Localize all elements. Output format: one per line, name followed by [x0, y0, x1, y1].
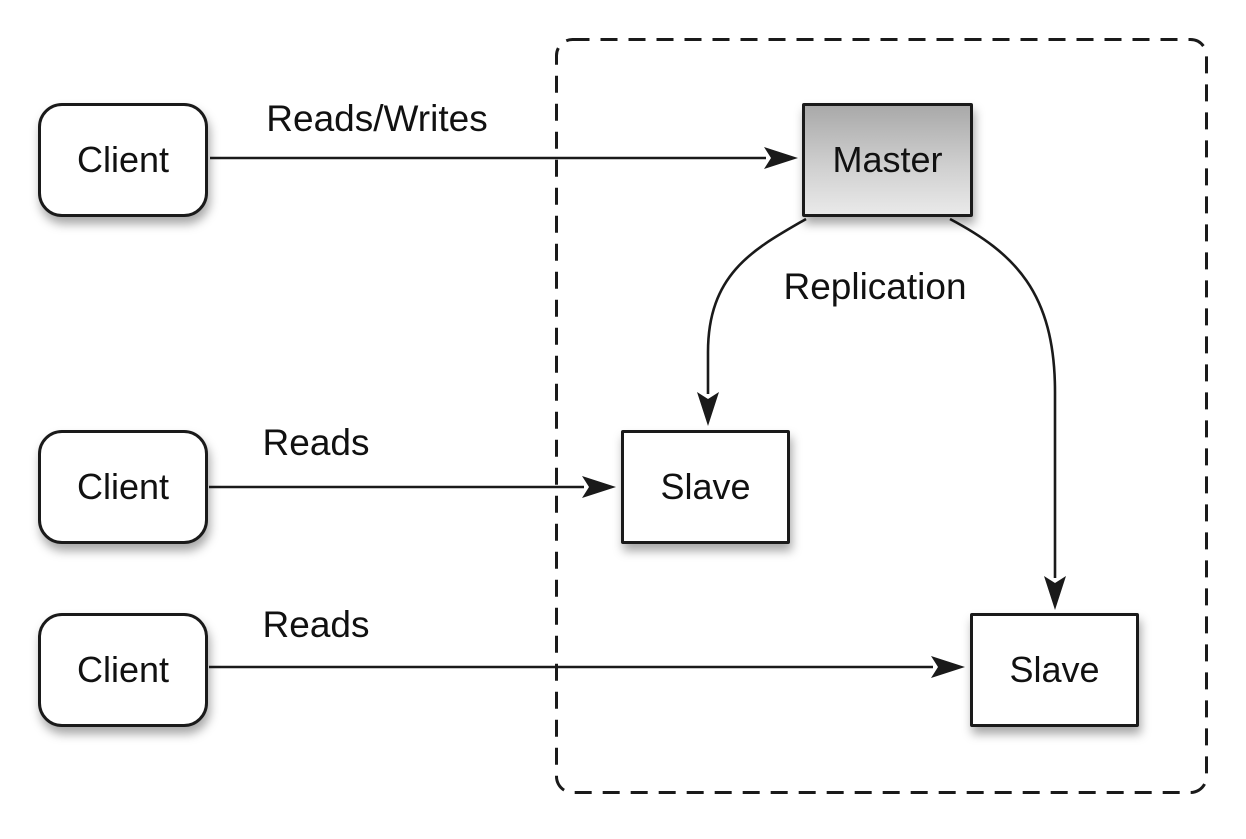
client-node-1: Client [38, 103, 208, 217]
replication-boundary [555, 38, 1208, 794]
client-node-1-label: Client [76, 139, 170, 180]
client-node-2-label: Client [76, 466, 170, 507]
client-node-3: Client [38, 613, 208, 727]
slave-node-2: Slave [970, 613, 1139, 727]
replication-arrow-left [697, 217, 807, 426]
client-node-3-label: Client [76, 649, 170, 690]
master-node: Master [802, 103, 973, 217]
client-node-2: Client [38, 430, 208, 544]
slave-node-1: Slave [621, 430, 790, 544]
slave-node-1-label: Slave [660, 466, 751, 507]
replication-arrow-right [949, 217, 1066, 610]
reads-writes-label: Reads/Writes [266, 98, 488, 139]
master-node-label: Master [832, 139, 943, 180]
reads-label-slave2: Reads [262, 604, 370, 645]
replication-label: Replication [783, 266, 967, 307]
slave-node-2-label: Slave [1009, 649, 1100, 690]
reads-label-slave1: Reads [262, 422, 370, 463]
